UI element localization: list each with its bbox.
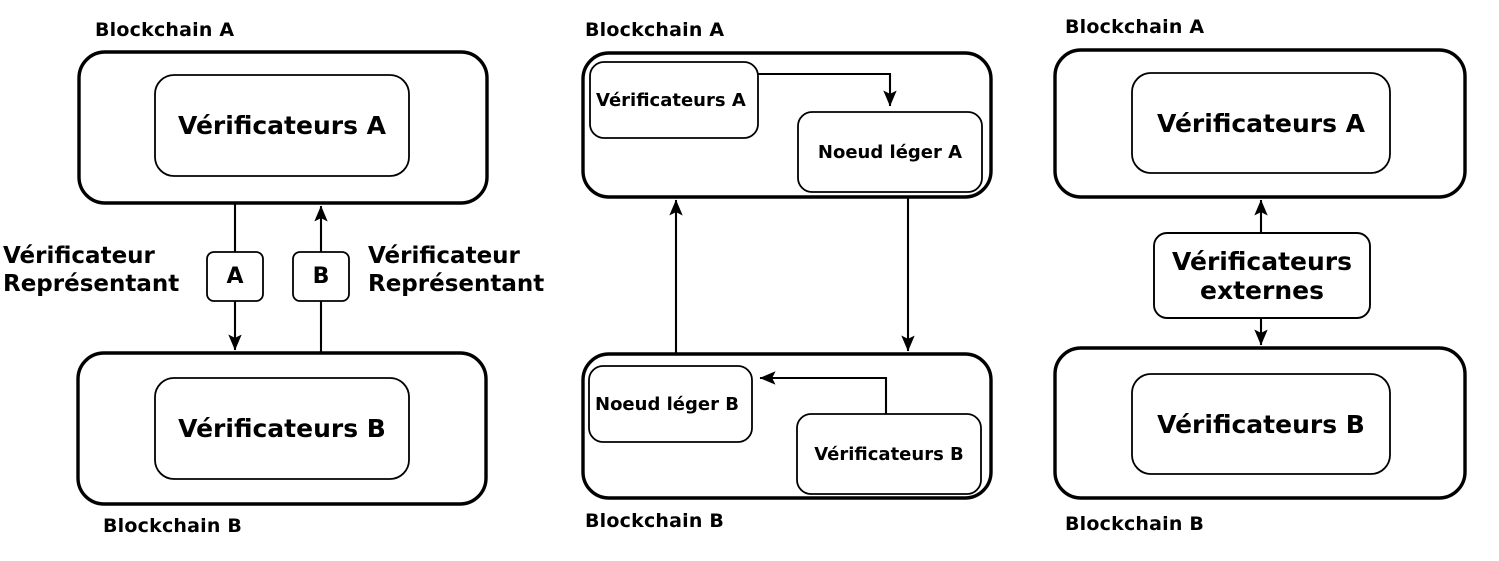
panel1-relay-b-box <box>292 251 350 302</box>
panel1-blockchain-b-caption: Blockchain B <box>103 515 243 537</box>
panel2-chain-b-outer-box <box>581 352 993 500</box>
panel-2-shapes <box>581 51 993 500</box>
panel-3-shapes <box>1053 48 1467 500</box>
panel3-verifiers-b-box <box>1131 373 1391 475</box>
panel1-left-representative-verifier-note: Vérificateur Représentant <box>3 243 180 298</box>
panel1-chain-a-outer-box <box>77 50 489 205</box>
panel2-light-node-b-box <box>588 365 753 443</box>
panel3-blockchain-b-caption: Blockchain B <box>1065 513 1205 535</box>
panel-1-shapes <box>76 50 489 506</box>
panel1-verifiers-b-box <box>154 377 410 480</box>
panel1-relay-a-box <box>206 251 264 302</box>
panel3-verifiers-a-box <box>1131 72 1391 174</box>
panel2-verifiers-b-box <box>796 413 982 495</box>
panel3-blockchain-a-caption: Blockchain A <box>1065 16 1205 38</box>
panel2-verifiers-a-box <box>589 61 759 139</box>
panel3-external-verifiers-box <box>1153 232 1371 319</box>
panel2-blockchain-b-caption: Blockchain B <box>585 510 725 532</box>
panel1-blockchain-a-caption: Blockchain A <box>95 19 235 41</box>
panel3-chain-b-outer-box <box>1053 346 1467 500</box>
panel2-blockchain-a-caption: Blockchain A <box>585 19 725 41</box>
panel2-arrow-verifiers-a-to-light-node-a <box>758 72 897 107</box>
panel2-arrow-verifiers-b-to-light-node-b <box>759 371 888 414</box>
panel1-verifiers-a-box <box>154 74 410 177</box>
panel1-right-representative-verifier-note: Vérificateur Représentant <box>368 243 545 298</box>
panel1-chain-b-outer-box <box>76 351 488 506</box>
panel3-chain-a-outer-box <box>1053 48 1467 199</box>
panel2-light-node-a-box <box>797 111 983 193</box>
panel2-chain-a-outer-box <box>581 51 993 199</box>
